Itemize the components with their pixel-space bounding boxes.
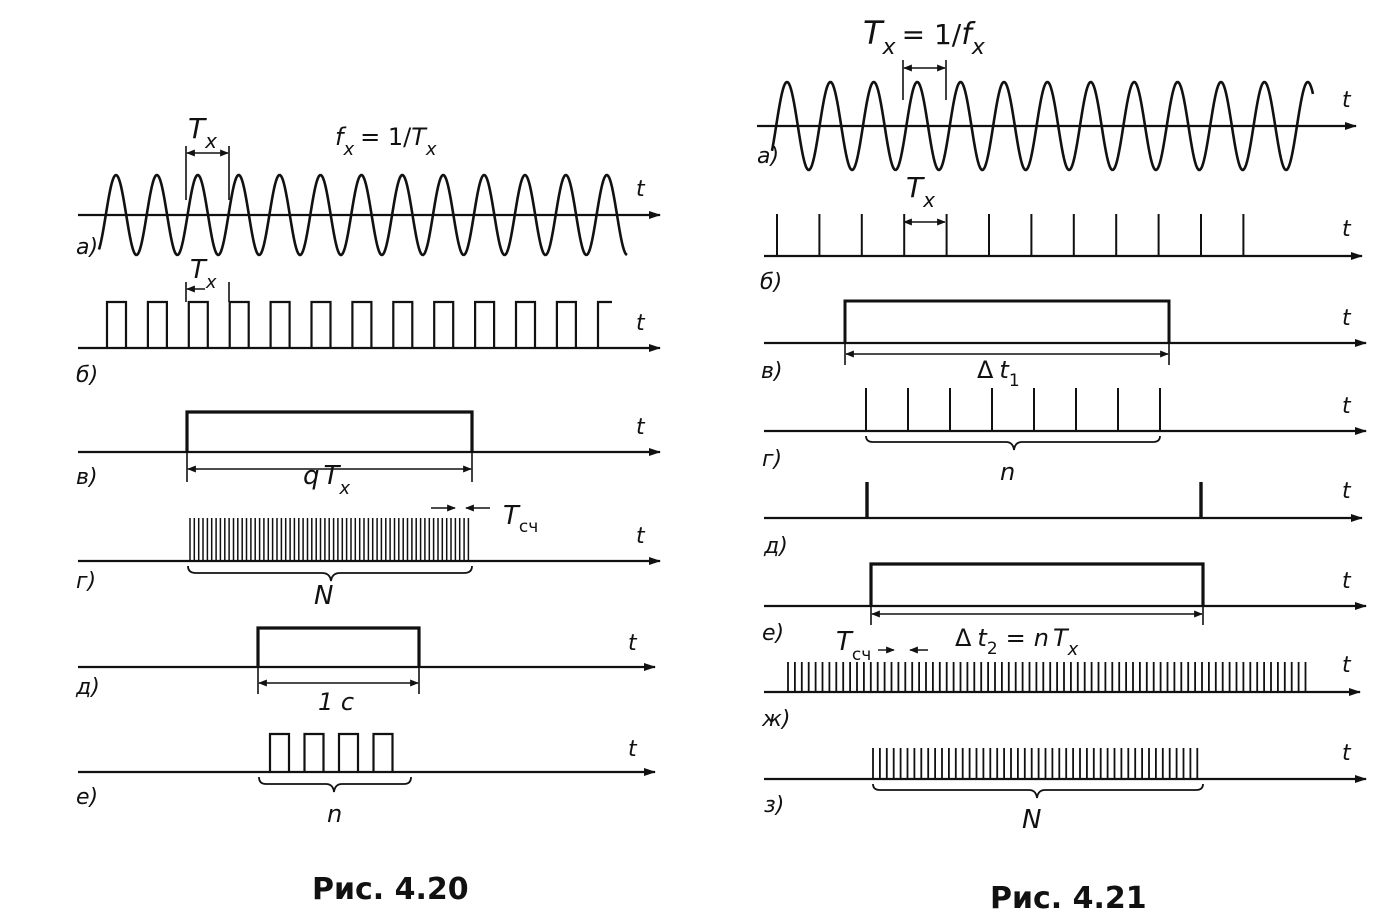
fig421-z-row-label: з) [764,793,784,818]
fig421-g-row-label: г) [762,447,782,472]
fig420-g-counter-ticks [189,518,470,561]
fig421-d-row-label: д) [763,534,788,559]
fig420-v-row-label: в) [76,465,98,490]
fig420-g-brace [187,565,473,582]
fig420-a-row-label: а) [76,235,98,260]
fig421-caption: Рис. 4.21 [990,881,1147,916]
fig420-b-axis-label: t [636,311,646,336]
fig421-a-row-label: а) [757,144,779,169]
fig421-a-period-formula: Tx= 1/fx [863,14,986,60]
fig420-a-axis-label: t [636,177,646,202]
fig421-z-counted-ticks [872,748,1199,779]
fig420-b-row-label: б) [76,363,98,388]
fig421-g-gated-pulses [865,388,1161,431]
fig421-row-b: Tx t б) [760,171,1363,295]
fig421-row-a: Tx= 1/fx t а) [757,14,1357,172]
fig420-row-d: 1 с t д) [75,626,656,716]
fig421-v-row-label: в) [761,359,783,384]
fig421-v-axis-label: t [1342,306,1352,331]
fig421-b-axis-label: t [1342,217,1352,242]
fig421-v-gate-pulse [843,299,1171,343]
fig420-g-row-label: г) [76,569,96,594]
fig420-row-b: t б) Tx [76,255,661,388]
fig421-row-d: t д) [763,479,1363,559]
fig421-e-row-label: е) [762,621,784,646]
fig421-b-narrow-pulses [776,214,1245,256]
fig421-b-period-symbol: Tx [906,171,935,212]
fig420-caption: Рис. 4.20 [312,872,469,907]
fig421-zh-row-label: ж) [761,707,790,732]
fig420-row-e: n t е) [76,732,656,828]
fig421-row-z: N t з) [764,741,1367,835]
fig421-d-axis-label: t [1342,479,1352,504]
fig421-e-axis-label: t [1342,569,1352,594]
fig420-d-axis-label: t [628,631,638,656]
fig420-g-axis-label: t [636,524,646,549]
fig421-g-brace [865,435,1161,451]
fig420-g-counter-period: Tсч [503,501,538,537]
fig420-e-counted-pulses [268,732,394,772]
fig421-a-sine-wave [770,80,1315,172]
fig420-d-row-label: д) [75,675,100,700]
fig420-e-brace [258,776,412,793]
fig421-g-count-n: n [1000,458,1015,486]
fig420-b-period-symbol: Tx [190,255,217,293]
fig421-row-g: n t г) [762,388,1367,486]
fig420-row-g: N Tсч t г) [76,501,661,611]
fig420-e-axis-label: t [628,737,638,762]
fig420-a-sine-wave [97,173,628,257]
fig421-e-gate-pulse [869,562,1205,606]
fig420-d-window-pulse [256,626,421,667]
fig421-zh-axis-label: t [1342,653,1352,678]
fig421-a-axis-label: t [1342,88,1352,113]
fig421-b-row-label: б) [760,270,782,295]
fig420-a-period-symbol: Tx [188,112,217,153]
fig420-v-axis-label: t [636,415,646,440]
fig420-d-window-label: 1 с [318,688,354,716]
fig421-row-zh: Tсч t ж) [761,627,1361,732]
fig421-g-axis-label: t [1342,394,1352,419]
fig421-zh-counter-period: Tсч [836,627,871,665]
fig421-z-count-N: N [1022,805,1041,835]
fig420-a-frequency-formula: fx= 1/Tx [335,123,437,160]
fig420-row-a: t а) Tx fx= 1/Tx [76,112,661,260]
fig420-e-row-label: е) [76,785,98,810]
fig420-g-count-N: N [314,581,333,611]
fig420-e-count-n: n [327,800,342,828]
fig420-b-pulse-train [105,300,612,348]
fig420-v-gate-pulse [185,410,474,452]
fig421-z-axis-label: t [1342,741,1352,766]
fig421-zh-counter-ticks [787,662,1307,692]
fig421-z-brace [872,783,1204,799]
